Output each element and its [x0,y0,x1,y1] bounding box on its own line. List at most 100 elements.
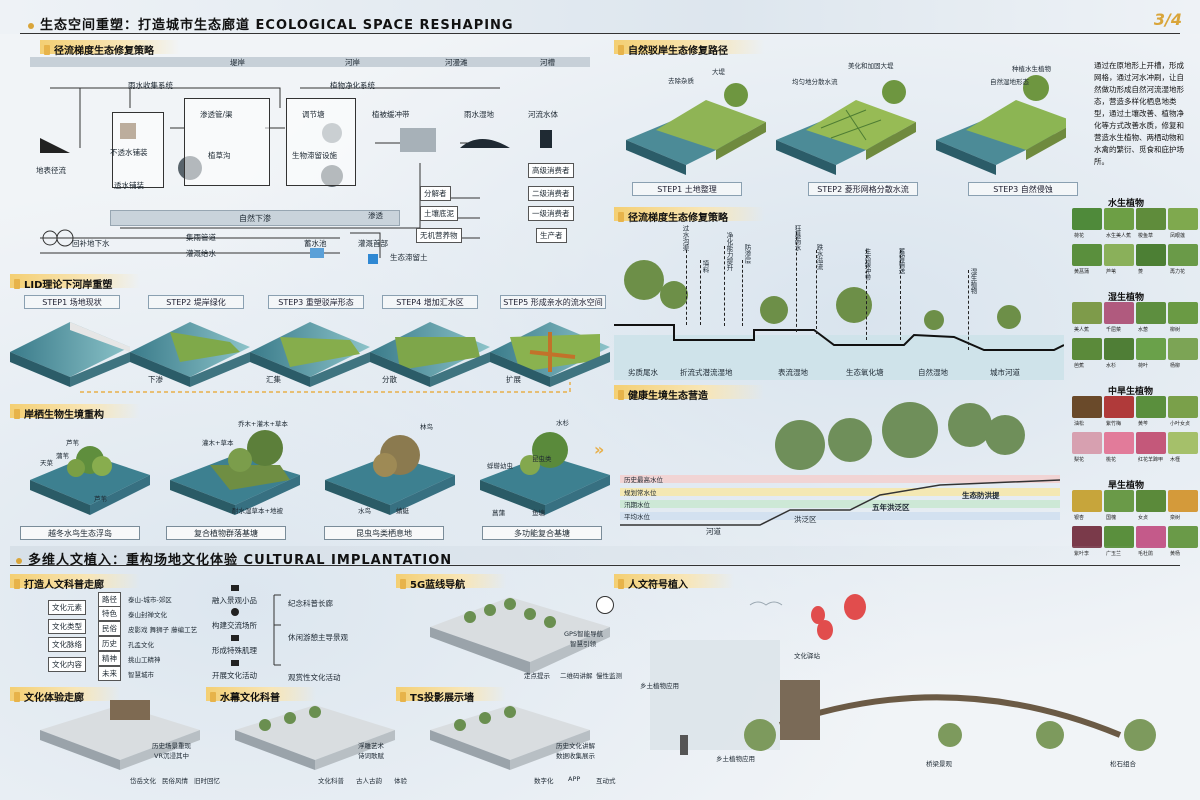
plant-photo [1168,208,1198,230]
lid-step-5: STEP5 形成亲水的流水空间 [500,295,606,309]
gradient-dash-1 [686,250,687,325]
gradient-header-strip [614,207,764,221]
gradient-dash-2 [700,260,701,325]
secondary-consumer-tag: 二级消费者 [528,186,574,201]
seepage-box [184,98,270,186]
seepage-pipe-label: 渗透管/渠 [200,110,233,119]
collection-pipe-label: 集雨管道 [186,233,216,242]
plant-name: 桃花 [1106,457,1117,463]
habitat-caption-3: 昆虫鸟类栖息地 [324,526,444,540]
habitat-shrub-label: 灌木+草本 [202,439,234,447]
culture-key-3: 民俗 [98,621,121,636]
level-2: 规划常水位 [624,489,657,497]
plant-group-wet-title: 湿生植物 [1108,293,1145,303]
gradient-dash-6 [816,250,817,334]
plant-name: 杨柳 [1170,363,1181,369]
exp-header-strip [10,687,120,701]
lid-action-disperse: 分散 [382,375,397,384]
plant-name: 黄菖蒲 [1074,269,1090,275]
vegetated-buffer-label: 植被缓冲带 [372,110,410,119]
level-3: 汛期水位 [624,501,650,509]
culture-icons [231,585,281,666]
plant-photo [1072,432,1102,454]
gradient-dash-4 [742,260,743,326]
plant-photo [1168,244,1198,266]
habitat-mayfly-label: 蜉蝣幼虫 [487,462,513,470]
ts-interactive: 互动式 [596,777,616,785]
cultural-rule [10,565,1180,566]
culture-detail-6: 智慧城市 [128,671,154,679]
impervious-label: 不透水铺装 [110,148,148,157]
plant-name: 黄芩 [1138,421,1149,427]
nav-gps: GPS智能导航 [564,630,604,638]
ts-header: TS投影展示墙 [400,689,474,704]
natural-infiltration-bar: 自然下渗 [110,210,400,226]
nav-qrcode: 二维码讲解 [560,672,593,680]
culture-outcome-2: 休闲游憩主导景观 [288,633,348,642]
zone-dike: 堤岸 [230,58,245,67]
nav-header: 5G蓝线导航 [400,576,465,591]
habitat-tiancai-label: 天菜 [40,459,53,467]
plant-photo [1136,338,1166,360]
culture-detail-2: 泰山封禅文化 [128,611,167,619]
soil-sediment-tag: 土壤底泥 [420,206,458,221]
zone-channel: 河槽 [540,58,555,67]
permeable-label: 透水铺装 [114,181,144,190]
exp-daiyue: 岱岳文化 [130,777,156,785]
plant-name: 梨花 [1074,457,1085,463]
natural-anno-beautify: 美化和加固大堤 [848,62,894,70]
zone-floodplain: 河漫滩 [445,58,468,67]
rain-wetland-label: 雨水湿地 [464,110,494,119]
plant-name: 芭蕉 [1074,363,1085,369]
plant-name: 水葱 [1138,327,1149,333]
culture-detail-3: 皮影戏 舞狮子 藤编工艺 [128,626,198,634]
gradient-section [614,260,1064,380]
natural-anno-dike: 大堤 [712,68,725,76]
plant-name: 油松 [1074,421,1085,427]
culture-element-2: 文化类型 [48,619,86,634]
symbol-scene [650,594,1156,755]
plant-name: 美人蕉 [1074,327,1090,333]
gradient-header: 径流梯度生态修复策略 [618,209,728,224]
retention-box [286,98,356,186]
water-science: 文化科普 [318,777,344,785]
zone-band [30,57,590,67]
culture-detail-1: 泰山-城市-郊区 [128,596,172,604]
water-ancient: 古人古韵 [356,777,382,785]
gradient-zone-2: 折流式潜流湿地 [680,368,733,377]
plant-photo [1136,302,1166,324]
level-1: 历史最高水位 [624,476,663,484]
runoff-header-strip [40,40,180,54]
habitat-reed-grass-label: 芦苇 [94,495,107,503]
plant-name: 再力花 [1170,269,1186,275]
lid-step-3: STEP3 重塑驳岸形态 [268,295,364,309]
exp-memory: 旧时回忆 [194,777,220,785]
plant-photo [1136,396,1166,418]
top-consumer-tag: 高级消费者 [528,163,574,178]
level-4: 平均水位 [624,513,650,521]
gradient-vlabel-4: 防渗层 [743,244,751,264]
ts-history: 历史文化讲解 [556,742,595,750]
nav-header-strip [396,574,506,588]
habitat-reed-label: 芦苇 [66,439,79,447]
plant-name: 木槿 [1170,457,1181,463]
gradient-zone-5: 自然湿地 [918,368,948,377]
symbol-bridge: 桥梁景观 [926,760,952,768]
plant-photo [1136,208,1166,230]
primary-consumer-tag: 一级消费者 [528,206,574,221]
nav-point: 定点提示 [524,672,550,680]
surface-runoff-label: 地表径流 [36,166,66,175]
water-header: 水幕文化科普 [210,689,280,704]
runoff-header: 径流梯度生态修复策略 [44,42,154,57]
plant-photo [1104,526,1134,548]
gradient-vlabel-3: 净化能力提升 [725,232,733,271]
ts-data: 数据收集展示 [556,752,595,760]
rain-collection-label: 雨水收集系统 [128,81,173,90]
plant-photo [1104,432,1134,454]
gradient-dash-3 [724,246,725,326]
plant-name: 银杏 [1074,515,1085,521]
culture-detail-4: 孔孟文化 [128,641,154,649]
habitat-shuishan-label: 水杉 [556,419,569,427]
symbol-header-strip [614,574,734,588]
ts-app: APP [568,775,581,783]
